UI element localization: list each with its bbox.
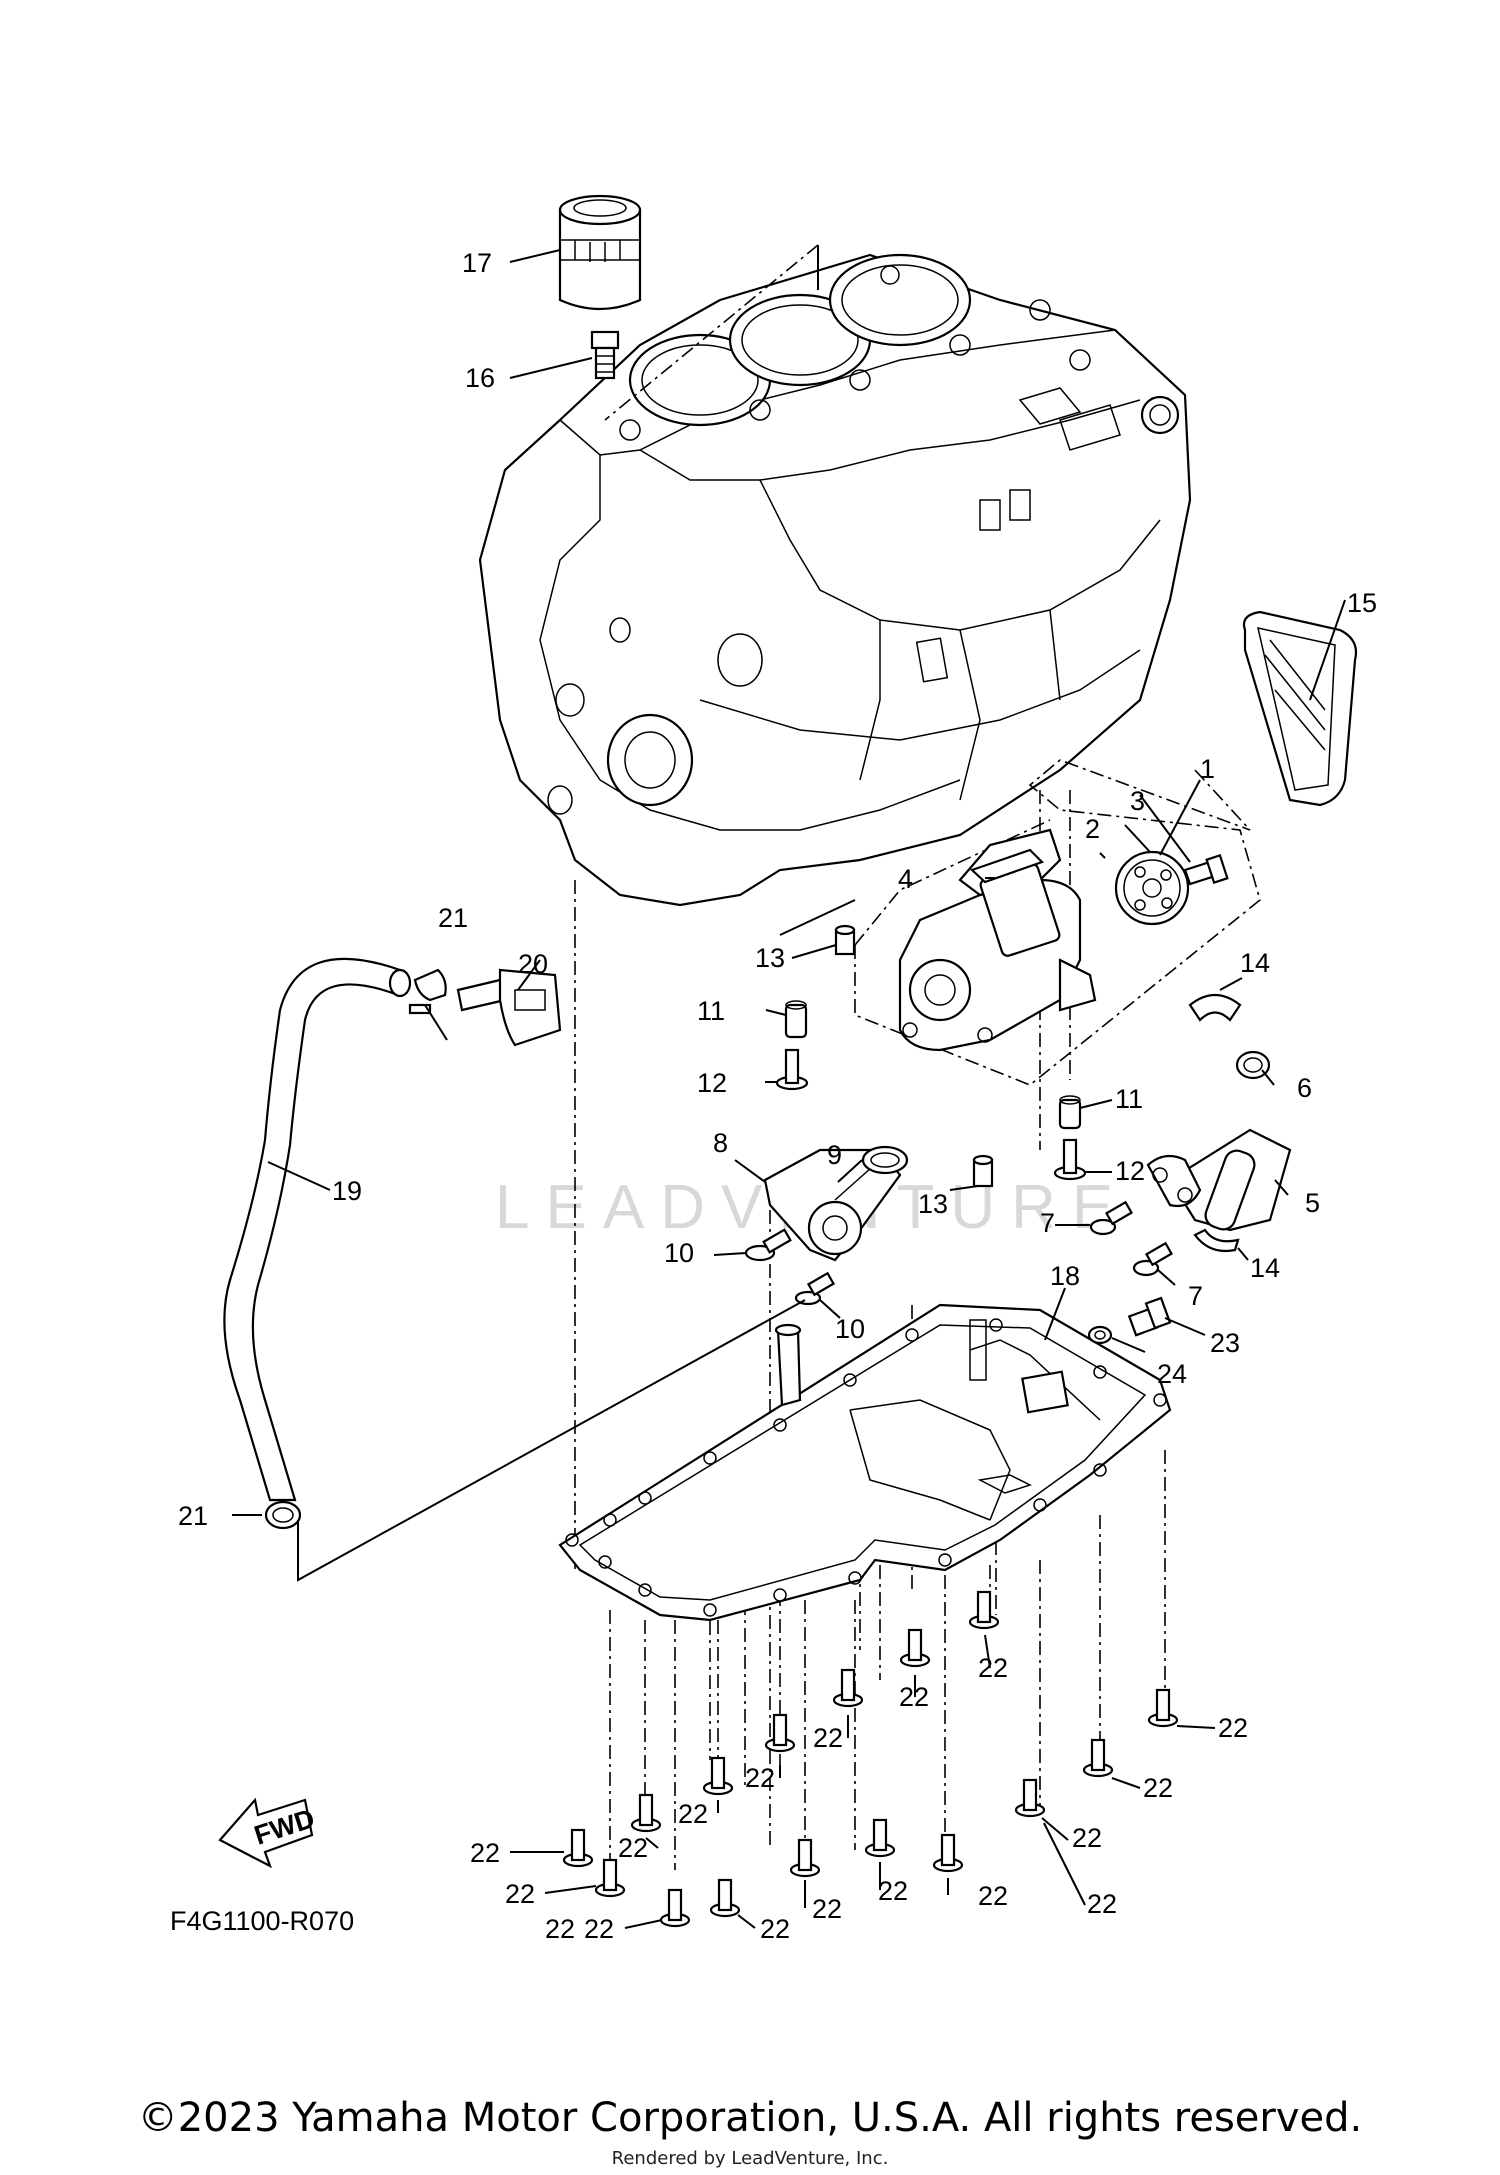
pipe-clip-upper xyxy=(1188,993,1242,1022)
callout-24: 24 xyxy=(1157,1359,1187,1389)
sprocket-bolt xyxy=(1183,854,1229,886)
dowel-pin-left xyxy=(784,1000,808,1039)
crankcase-block xyxy=(478,253,1192,907)
callout-10-lower: 10 xyxy=(835,1314,865,1344)
callout-22-h: 22 xyxy=(812,1894,842,1924)
pan-bolts xyxy=(562,1590,1179,1928)
hose-clamp-lower xyxy=(264,1500,302,1530)
pipe-bolt-upper xyxy=(1089,1200,1134,1236)
oil-filter xyxy=(558,194,642,311)
callout-22-a: 22 xyxy=(470,1838,500,1868)
drain-bolt xyxy=(1127,1296,1172,1337)
callout-15: 15 xyxy=(1347,588,1377,618)
callout-22-o: 22 xyxy=(1143,1773,1173,1803)
callout-22-b: 22 xyxy=(505,1879,535,1909)
callout-8: 8 xyxy=(713,1128,728,1158)
breather-hose xyxy=(223,957,412,1502)
pump-bolt-13-top xyxy=(834,924,856,956)
callout-10-upper: 10 xyxy=(664,1238,694,1268)
pump-drive-chain xyxy=(1242,610,1358,807)
strainer-bolt-upper xyxy=(744,1228,792,1262)
drawing-code: F4G1100-R070 xyxy=(170,1906,354,1936)
callout-2: 2 xyxy=(1085,814,1100,844)
strainer-bolt-lower xyxy=(794,1271,836,1306)
callout-22-c: 22 xyxy=(618,1833,648,1863)
pump-sprocket xyxy=(1114,850,1190,926)
callout-12-left: 12 xyxy=(697,1068,727,1098)
rendered-by-credit: Rendered by LeadVenture, Inc. xyxy=(611,2148,889,2169)
filter-union-bolt xyxy=(590,330,620,380)
callout-13-bottom: 13 xyxy=(918,1189,948,1219)
pipe-clip-lower xyxy=(1193,1228,1240,1253)
callout-13-top: 13 xyxy=(755,943,785,973)
callout-7-lower: 7 xyxy=(1188,1281,1203,1311)
callout-9: 9 xyxy=(827,1140,842,1170)
callout-18: 18 xyxy=(1050,1261,1080,1291)
pump-bolt-12-left xyxy=(775,1048,809,1091)
callout-21-lower: 21 xyxy=(178,1501,208,1531)
callout-1: 1 xyxy=(1200,754,1215,784)
fwd-arrow: FWD xyxy=(218,1797,318,1869)
callouts: 1 2 3 4 5 6 7 7 8 9 10 10 11 11 12 12 13… xyxy=(178,248,1377,1944)
callout-14-lower: 14 xyxy=(1250,1253,1280,1283)
dowel-pin-right xyxy=(1058,1095,1082,1130)
oil-delivery-pipe xyxy=(1146,1128,1292,1232)
callout-4: 4 xyxy=(898,864,913,894)
callout-3: 3 xyxy=(1130,786,1145,816)
oil-strainer-pipe xyxy=(763,1148,902,1262)
hose-clamp-upper xyxy=(408,968,447,1015)
callout-22-q: 22 xyxy=(1087,1889,1117,1919)
callout-22-g: 22 xyxy=(745,1763,775,1793)
pipe-bolt-lower xyxy=(1132,1241,1174,1277)
breather-fitting xyxy=(456,968,562,1047)
oil-pan xyxy=(558,1303,1172,1622)
callout-14-upper: 14 xyxy=(1240,948,1270,978)
callout-20: 20 xyxy=(518,949,548,979)
callout-17: 17 xyxy=(462,248,492,278)
callout-22-i: 22 xyxy=(813,1723,843,1753)
callout-11-right: 11 xyxy=(1115,1084,1143,1114)
callout-22-n: 22 xyxy=(1072,1823,1102,1853)
callout-22-l: 22 xyxy=(978,1881,1008,1911)
callout-22-m: 22 xyxy=(978,1653,1008,1683)
copyright-notice: ©2023 Yamaha Motor Corporation, U.S.A. A… xyxy=(137,2095,1363,2141)
callout-5: 5 xyxy=(1305,1188,1320,1218)
callout-22-r: 22 xyxy=(545,1914,575,1944)
bolt-leader-lines xyxy=(510,1634,1216,1929)
callout-22-j: 22 xyxy=(878,1876,908,1906)
callout-21-upper: 21 xyxy=(438,903,468,933)
pump-bolt-13-bottom xyxy=(972,1154,994,1188)
callout-6: 6 xyxy=(1297,1073,1312,1103)
callout-22-f: 22 xyxy=(760,1914,790,1944)
callout-12-right: 12 xyxy=(1115,1156,1145,1186)
callout-19: 19 xyxy=(332,1176,362,1206)
callout-16: 16 xyxy=(465,363,495,393)
pump-gasket xyxy=(969,848,1045,884)
leader-lines xyxy=(232,245,1346,1582)
strainer-o-ring xyxy=(861,1145,909,1175)
callout-22-p: 22 xyxy=(1218,1713,1248,1743)
callout-7-upper: 7 xyxy=(1040,1208,1055,1238)
callout-11-left: 11 xyxy=(697,996,725,1026)
callout-23: 23 xyxy=(1210,1328,1240,1358)
callout-22-e: 22 xyxy=(678,1799,708,1829)
pump-bolt-12-right xyxy=(1053,1138,1087,1181)
callout-22-d: 22 xyxy=(584,1914,614,1944)
pipe-o-ring xyxy=(1235,1050,1271,1080)
